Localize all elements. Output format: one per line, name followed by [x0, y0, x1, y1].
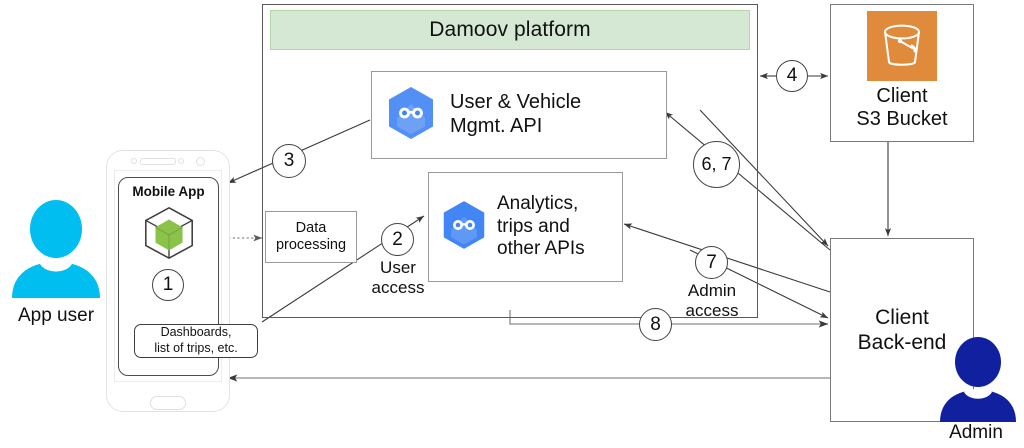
user-vehicle-api-box[interactable]: User & Vehicle Mgmt. API	[371, 71, 667, 159]
dashboards-box[interactable]: Dashboards, list of trips, etc.	[134, 324, 258, 358]
backend-label-line1: Client	[875, 305, 929, 329]
analytics-label-line2: trips and	[497, 215, 570, 237]
flow-number-7: 7	[695, 246, 728, 279]
flow-7-caption: Admin access	[666, 281, 758, 322]
damoov-platform-container	[262, 4, 758, 318]
admin-avatar-icon	[938, 336, 1018, 422]
dashboards-label-line2: list of trips, etc.	[154, 341, 238, 355]
user-vehicle-api-label: User & Vehicle Mgmt. API	[450, 91, 581, 138]
client-backend-box[interactable]: Client Back-end	[830, 238, 974, 422]
phone-home-button[interactable]	[150, 396, 186, 410]
flow-2-caption: User access	[362, 258, 434, 299]
mobile-app-title: Mobile App	[132, 184, 205, 199]
api-label-line1: User & Vehicle	[450, 91, 582, 114]
api-label-line2: Mgmt. API	[450, 115, 543, 137]
analytics-api-box[interactable]: Analytics, trips and other APIs	[428, 172, 623, 282]
flow-number-3: 3	[272, 144, 306, 178]
flow-number-8: 8	[639, 308, 672, 341]
backend-label-line2: Back-end	[857, 331, 947, 354]
platform-header: Damoov platform	[270, 10, 750, 50]
data-processing-line2: processing	[275, 237, 347, 253]
flow-7-caption-line1: Admin	[687, 281, 737, 300]
app-user-avatar-icon	[8, 198, 104, 298]
arrow-api-to-backend	[699, 109, 829, 247]
platform-title: Damoov platform	[429, 18, 591, 41]
data-processing-label: Data processing	[276, 220, 346, 254]
cube-icon	[140, 204, 198, 267]
s3-label-line1: Client	[876, 85, 928, 107]
analytics-api-label: Analytics, trips and other APIs	[497, 193, 585, 261]
arrow-flow-8	[509, 310, 829, 328]
arrow-flow-6-7	[664, 111, 831, 251]
phone-sensor-icon	[178, 158, 184, 164]
app-user-label: App user	[17, 305, 95, 326]
admin-label: Admin	[949, 422, 1003, 443]
flow-number-6-7: 6, 7	[693, 141, 740, 188]
data-processing-box[interactable]: Data processing	[265, 211, 357, 263]
client-s3-bucket-box[interactable]: Client S3 Bucket	[830, 4, 974, 142]
flow-2-caption-line1: User	[380, 258, 416, 277]
client-s3-bucket-label: Client S3 Bucket	[856, 85, 947, 131]
s3-label-line2: S3 Bucket	[856, 108, 948, 130]
phone-sensor-icon	[131, 158, 137, 164]
analytics-label-line3: other APIs	[497, 238, 585, 260]
phone-speaker-icon	[140, 158, 176, 165]
s3-bucket-icon	[867, 11, 937, 81]
dashboards-label-line1: Dashboards,	[160, 325, 232, 340]
analytics-label-line1: Analytics,	[497, 192, 579, 214]
client-backend-label: Client Back-end	[858, 305, 947, 355]
api-hexagon-icon	[386, 85, 436, 146]
flow-number-1: 1	[152, 269, 184, 301]
flow-number-4: 4	[776, 60, 808, 92]
data-processing-line1: Data	[295, 219, 327, 236]
flow-2-caption-line2: access	[371, 278, 425, 298]
flow-7-caption-line2: access	[685, 301, 739, 321]
api-hexagon-icon	[441, 199, 487, 256]
phone-camera-icon	[196, 157, 205, 166]
flow-number-2: 2	[381, 223, 414, 256]
